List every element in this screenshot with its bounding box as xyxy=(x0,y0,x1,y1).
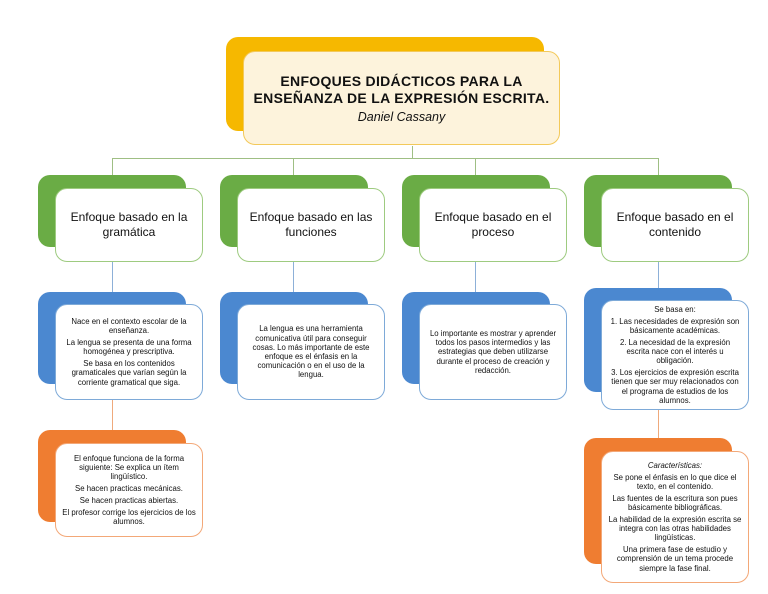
description-text: La lengua es una herramienta comunicativ… xyxy=(252,324,370,380)
approach-box-functions: Enfoque basado en las funciones xyxy=(237,188,385,262)
connector-drop-4 xyxy=(658,158,659,185)
characteristics-text: Se hacen practicas abiertas. xyxy=(79,495,179,505)
description-box-process: Lo importante es mostrar y aprender todo… xyxy=(419,304,567,400)
connector-approach4-desc xyxy=(658,262,659,292)
title-box: ENFOQUES DIDÁCTICOS PARA LA ENSEÑANZA DE… xyxy=(243,51,560,145)
connector-drop-1 xyxy=(112,158,113,185)
description-text: La lengua se presenta de una forma homog… xyxy=(66,338,192,357)
characteristics-text: Las fuentes de la escritura son pues bás… xyxy=(612,493,738,513)
description-text: Se basa en los contenidos gramaticales q… xyxy=(71,359,187,387)
description-text: 3. Los ejercicios de expresión escrita t… xyxy=(611,368,739,405)
description-text: Lo importante es mostrar y aprender todo… xyxy=(429,328,557,375)
characteristics-title: Características: xyxy=(647,461,703,471)
approach-label-content: Enfoque basado en el contenido xyxy=(616,210,734,239)
approach-label-functions: Enfoque basado en las funciones xyxy=(249,210,373,239)
connector-drop-3 xyxy=(475,158,476,185)
characteristics-text: El profesor corrige los ejercicios de lo… xyxy=(62,507,196,526)
approach-box-content: Enfoque basado en el contenido xyxy=(601,188,749,262)
approach-box-process: Enfoque basado en el proceso xyxy=(419,188,567,262)
approach-label-process: Enfoque basado en el proceso xyxy=(434,210,552,239)
description-text: 2. La necesidad de la expresión escrita … xyxy=(619,337,731,366)
title-heading-line2: ENSEÑANZA DE LA EXPRESIÓN ESCRITA. xyxy=(253,89,550,106)
characteristics-text: Una primera fase de estudio y comprensió… xyxy=(616,545,734,573)
connector-approach2-desc xyxy=(293,262,294,292)
characteristics-text: Se pone el énfasis en lo que dice el tex… xyxy=(613,472,737,492)
characteristics-box-content: Características: Se pone el énfasis en l… xyxy=(601,451,749,583)
description-text: Se basa en: xyxy=(654,305,696,315)
connector-title-stem xyxy=(412,146,413,158)
characteristics-text: La habilidad de la expresión escrita se … xyxy=(608,514,742,543)
characteristics-box-grammar: El enfoque funciona de la forma siguient… xyxy=(55,443,203,537)
characteristics-text: El enfoque funciona de la forma siguient… xyxy=(73,453,185,482)
connector-horizontal xyxy=(112,158,659,159)
description-text: 1. Las necesidades de expresión son bási… xyxy=(610,316,740,336)
title-heading-line1: ENFOQUES DIDÁCTICOS PARA LA xyxy=(280,72,523,89)
connector-approach1-desc xyxy=(112,262,113,292)
connector-desc1-char xyxy=(112,400,113,430)
approach-label-grammar: Enfoque basado en la gramática xyxy=(70,210,188,239)
description-box-grammar: Nace en el contexto escolar de la enseña… xyxy=(55,304,203,400)
characteristics-text: Se hacen practicas mecánicas. xyxy=(75,484,183,494)
approach-box-grammar: Enfoque basado en la gramática xyxy=(55,188,203,262)
description-box-functions: La lengua es una herramienta comunicativ… xyxy=(237,304,385,400)
description-box-content: Se basa en: 1. Las necesidades de expres… xyxy=(601,300,749,410)
description-text: Nace en el contexto escolar de la enseña… xyxy=(71,317,187,336)
connector-drop-2 xyxy=(293,158,294,185)
connector-desc4-char xyxy=(658,410,659,438)
connector-approach3-desc xyxy=(475,262,476,292)
title-author: Daniel Cassany xyxy=(357,109,446,124)
